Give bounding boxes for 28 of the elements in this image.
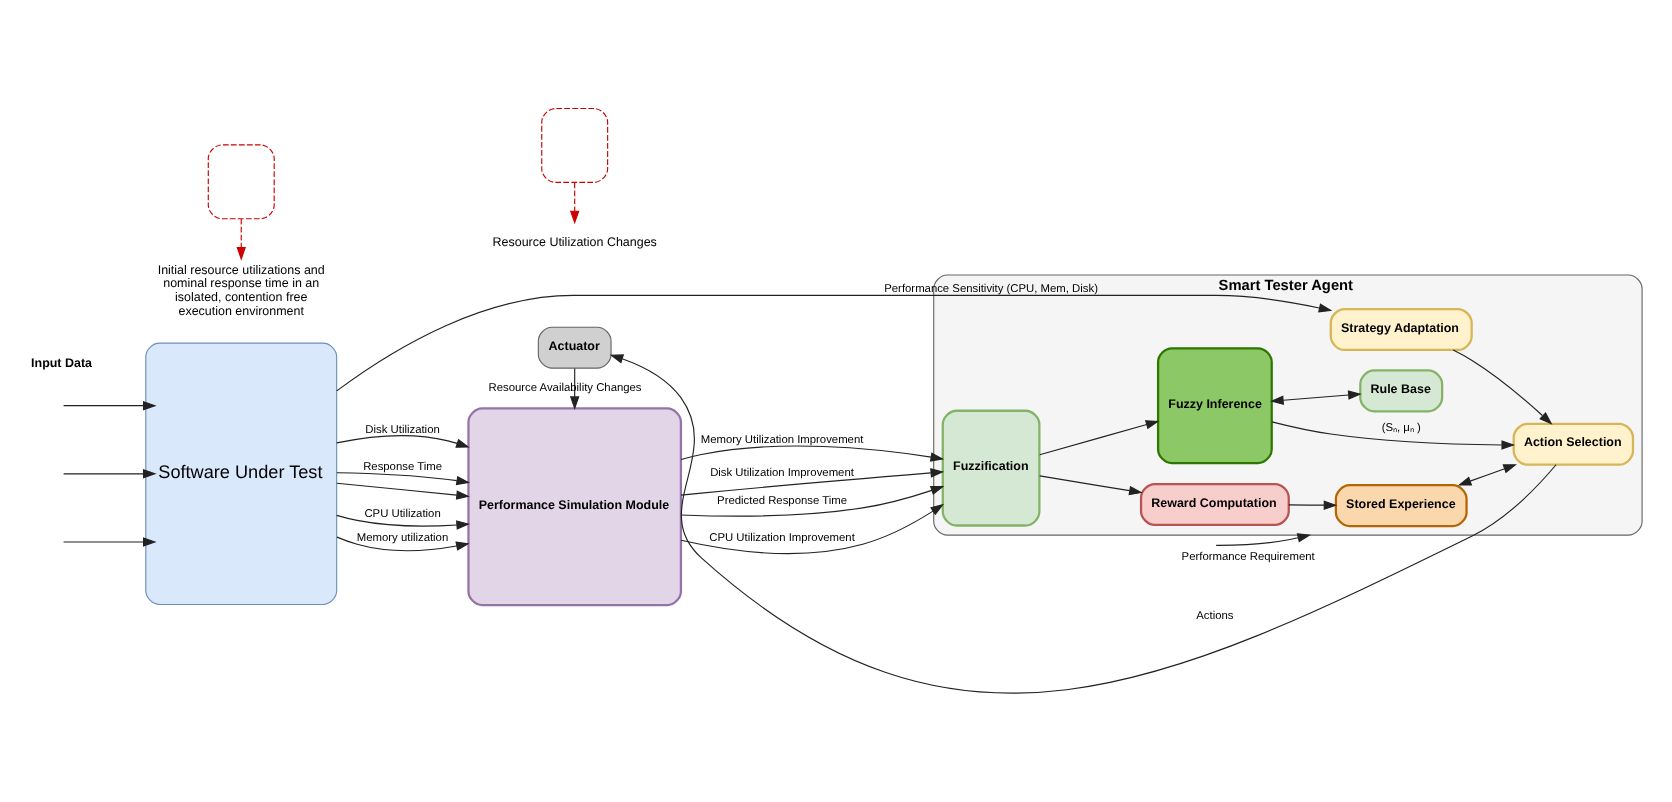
arrow [680,503,945,555]
arrow [336,435,470,448]
arrow [1270,390,1362,405]
arrow [336,536,470,552]
node-box [541,107,609,183]
arrow [680,468,945,496]
arrow [680,486,945,517]
arrow [63,400,157,411]
arrow [236,218,247,261]
arrow [336,294,1333,392]
arrow [1288,500,1338,510]
node-box [207,144,275,220]
arrow [609,354,1557,694]
arrow [1271,421,1516,450]
arrow [569,181,580,225]
arrow [569,367,580,410]
arrow [1457,464,1517,486]
arrow [336,482,470,500]
arrow [336,514,470,530]
arrow [680,445,945,462]
arrow [63,469,157,479]
node-box: Software Under Test [145,342,338,606]
arrow [1215,533,1312,546]
arrow [1039,420,1160,456]
arrow [1452,349,1553,425]
arrow [336,472,471,486]
arrow [1039,475,1143,496]
arrow [63,537,157,547]
